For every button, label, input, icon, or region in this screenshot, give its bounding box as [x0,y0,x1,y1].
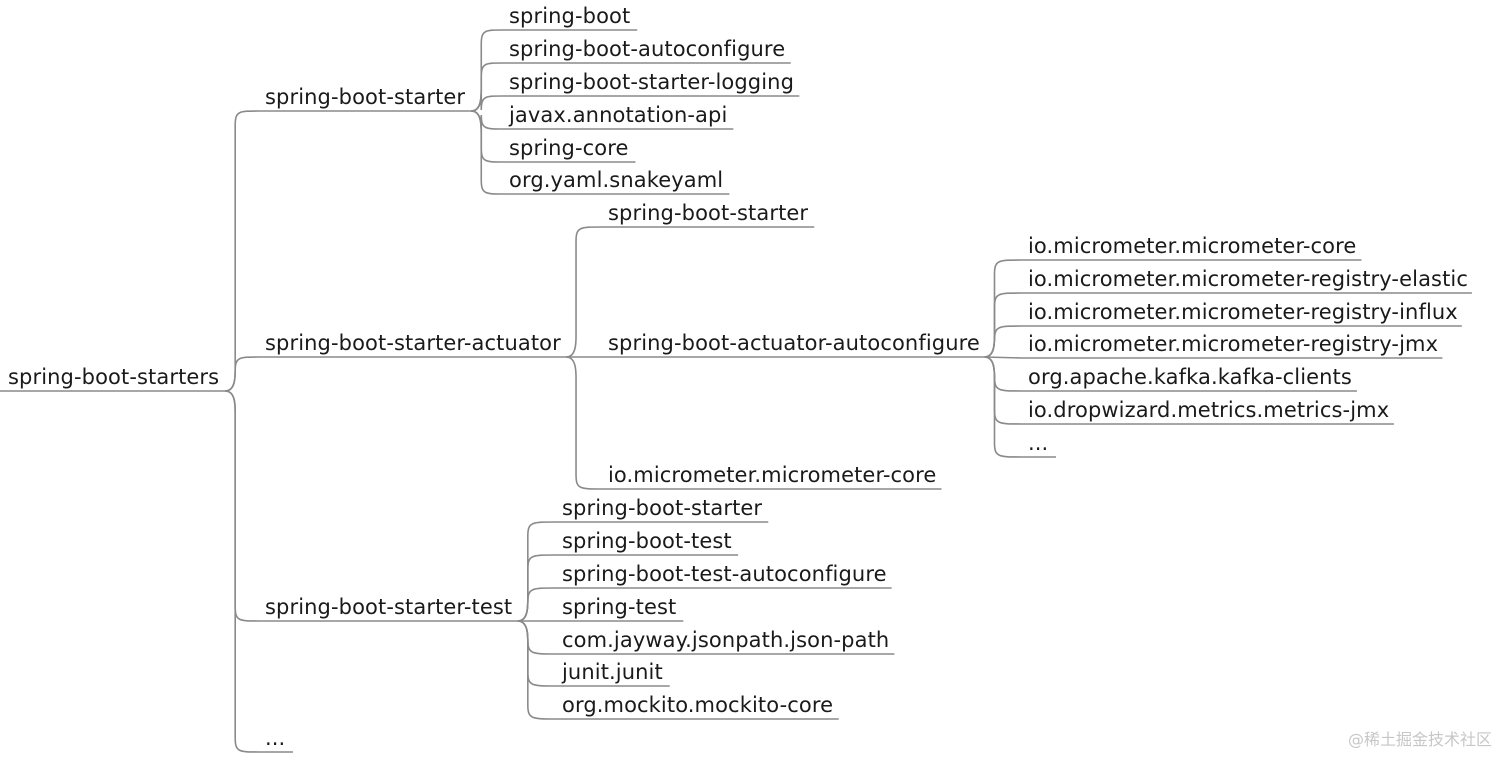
node-root-child-2-connector-2 [517,587,557,622]
node-root-child-3-label: ... [265,726,286,750]
node-root-connector-1 [225,356,260,392]
node-root-child-1-child-1-label: spring-boot-actuator-autoconfigure [608,331,980,355]
node-root-child-1-child-1-connector-2 [984,325,1023,358]
node-root-child-1-child-1-connector-1 [984,292,1023,358]
node-root-child-1-child-1-child-6-label: ... [1028,431,1049,455]
node-root-connector-3 [225,390,260,753]
node-root-child-0-connector-0 [471,29,504,112]
node-root-child-1-child-1-child-1-label: io.micrometer.micrometer-registry-elasti… [1028,267,1468,291]
node-root-connector-0 [225,110,260,392]
node-root-child-2-child-2-label: spring-boot-test-autoconfigure [562,562,887,586]
node-root-child-0-connector-5 [471,110,504,195]
node-root-child-2-connector-4 [517,620,557,655]
node-root-child-2-child-4-label: com.jayway.jsonpath.json-path [562,628,890,652]
node-root-child-1-child-1-connector-4 [984,356,1023,392]
node-root-child-0-connector-1 [471,62,504,112]
node-root-label: spring-boot-starters [8,365,220,389]
node-root-child-1-child-2-label: io.micrometer.micrometer-core [608,463,937,487]
node-root-child-1-child-0-label: spring-boot-starter [608,201,809,225]
node-root-child-0-child-5-label: org.yaml.snakeyaml [509,168,724,192]
node-root-child-0-child-0-label: spring-boot [509,4,631,28]
node-root-child-2-child-3-label: spring-test [562,595,677,619]
node-root-child-0-child-2-label: spring-boot-starter-logging [509,70,795,94]
node-root-child-2-label: spring-boot-starter-test [265,595,513,619]
node-root-child-2-connector-6 [517,620,557,720]
node-root-child-1-child-1-child-2-label: io.micrometer.micrometer-registry-influx [1028,300,1458,324]
node-root-child-0-connector-3 [471,110,504,133]
node-root-child-1-child-1-child-3-label: io.micrometer.micrometer-registry-jmx [1028,332,1439,356]
node-root-child-0-child-3-label: javax.annotation-api [509,103,728,127]
node-root-child-1-connector-2 [565,356,603,490]
node-root-child-1-child-1-connector-0 [984,259,1023,358]
node-root-child-0-label: spring-boot-starter [265,85,466,109]
node-root-child-0-connector-2 [471,89,504,112]
node-root-child-1-child-1-connector-3 [984,356,1023,359]
node-root-child-0-connector-4 [471,110,504,163]
node-root-child-1-label: spring-boot-starter-actuator [265,331,561,355]
node-root-child-2-child-5-label: junit.junit [562,660,663,684]
node-root-child-1-child-1-child-5-label: io.dropwizard.metrics.metrics-jmx [1028,398,1390,422]
node-root-child-1-child-1-child-0-label: io.micrometer.micrometer-core [1028,234,1357,258]
node-root-child-1-connector-0 [565,226,603,358]
node-root-connector-2 [225,390,260,622]
node-root-child-2-connector-0 [517,521,557,622]
node-root-child-2-child-0-label: spring-boot-starter [562,496,763,520]
watermark: @稀土掘金技术社区 [1347,730,1492,749]
node-root-child-2-child-6-label: org.mockito.mockito-core [562,693,834,717]
node-root-child-0-child-4-label: spring-core [509,136,629,160]
node-root-child-1-child-1-child-4-label: org.apache.kafka.kafka-clients [1028,365,1352,389]
node-root-child-0-child-1-label: spring-boot-autoconfigure [509,37,786,61]
node-root-child-1-child-1-connector-6 [984,356,1023,458]
node-root-child-2-child-1-label: spring-boot-test [562,529,732,553]
